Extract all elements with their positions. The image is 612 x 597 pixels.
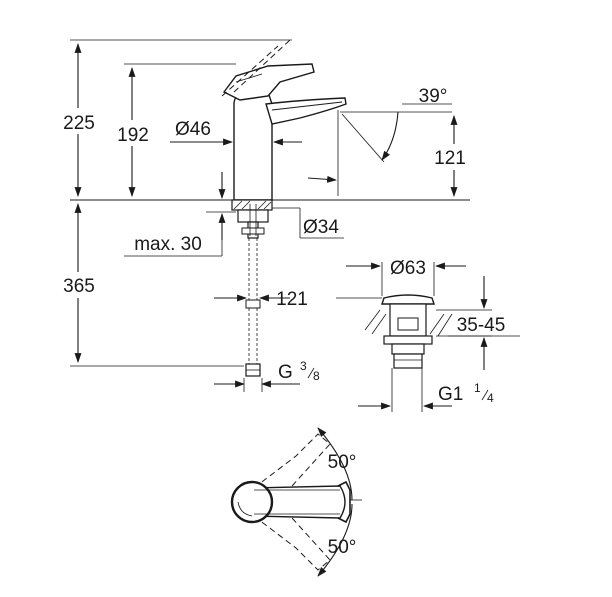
label-angle-39: 39° bbox=[419, 86, 448, 107]
mounting-assembly bbox=[231, 199, 273, 239]
spout-edge bbox=[271, 101, 343, 111]
basin-hatch bbox=[364, 309, 453, 337]
lever-raised-position bbox=[233, 39, 291, 93]
dim-spout-height: 192 bbox=[110, 63, 236, 197]
faucet-spout bbox=[265, 97, 347, 125]
dim-max-thickness: max. 30 bbox=[124, 172, 236, 257]
body-circle bbox=[230, 480, 274, 524]
faucet-top-view bbox=[230, 427, 362, 577]
label-thread-g1: G1 bbox=[438, 384, 463, 405]
label-35-45: 35-45 bbox=[457, 315, 506, 336]
dim-hole-diameter: Ø34 bbox=[272, 207, 344, 239]
dim-below-counter: 365 bbox=[56, 203, 244, 367]
label-waste-thread-num: 1 bbox=[474, 381, 481, 395]
supply-hose bbox=[245, 238, 261, 377]
faucet-side-view bbox=[70, 39, 470, 201]
waste-assembly bbox=[364, 294, 453, 369]
label-rotation-top: 50° bbox=[328, 452, 357, 473]
dim-lever-angle: 39° bbox=[340, 86, 452, 163]
waste-plug bbox=[381, 294, 435, 305]
label-rotation-bottom: 50° bbox=[328, 537, 357, 558]
label-waste-thread-den: 4 bbox=[487, 391, 494, 405]
body-highlight bbox=[237, 501, 253, 517]
label-diameter-46: Ø46 bbox=[175, 119, 211, 140]
label-max-30: max. 30 bbox=[134, 234, 202, 255]
dim-body-diameter: Ø46 bbox=[170, 119, 302, 146]
dim-waste-range: 35-45 bbox=[336, 276, 520, 370]
lever-raised-outline bbox=[221, 45, 279, 97]
dim-hose-length: 121 bbox=[214, 289, 308, 310]
label-121-right: 121 bbox=[434, 148, 466, 169]
dim-waste-thread: G1 1 4 bbox=[358, 368, 494, 412]
dim-total-height: 225 bbox=[56, 39, 292, 197]
faucet-body bbox=[233, 91, 273, 201]
lever-top bbox=[249, 485, 346, 519]
label-365: 365 bbox=[63, 276, 95, 297]
label-thread-g: G bbox=[278, 362, 293, 383]
label-diameter-34: Ø34 bbox=[303, 217, 339, 238]
label-thread-den: 8 bbox=[313, 369, 320, 383]
label-225: 225 bbox=[63, 113, 95, 134]
dim-spout-height-right: 121 bbox=[307, 110, 478, 197]
label-192: 192 bbox=[117, 125, 149, 146]
label-thread-num: 3 bbox=[300, 359, 307, 373]
dim-waste-diameter: Ø63 bbox=[346, 258, 466, 296]
label-diameter-63: Ø63 bbox=[390, 258, 426, 279]
label-121-hose: 121 bbox=[276, 289, 308, 310]
lever-tip bbox=[337, 480, 351, 524]
faucet-lever bbox=[222, 63, 315, 101]
dim-hose-thread: G 3 8 bbox=[214, 359, 320, 392]
